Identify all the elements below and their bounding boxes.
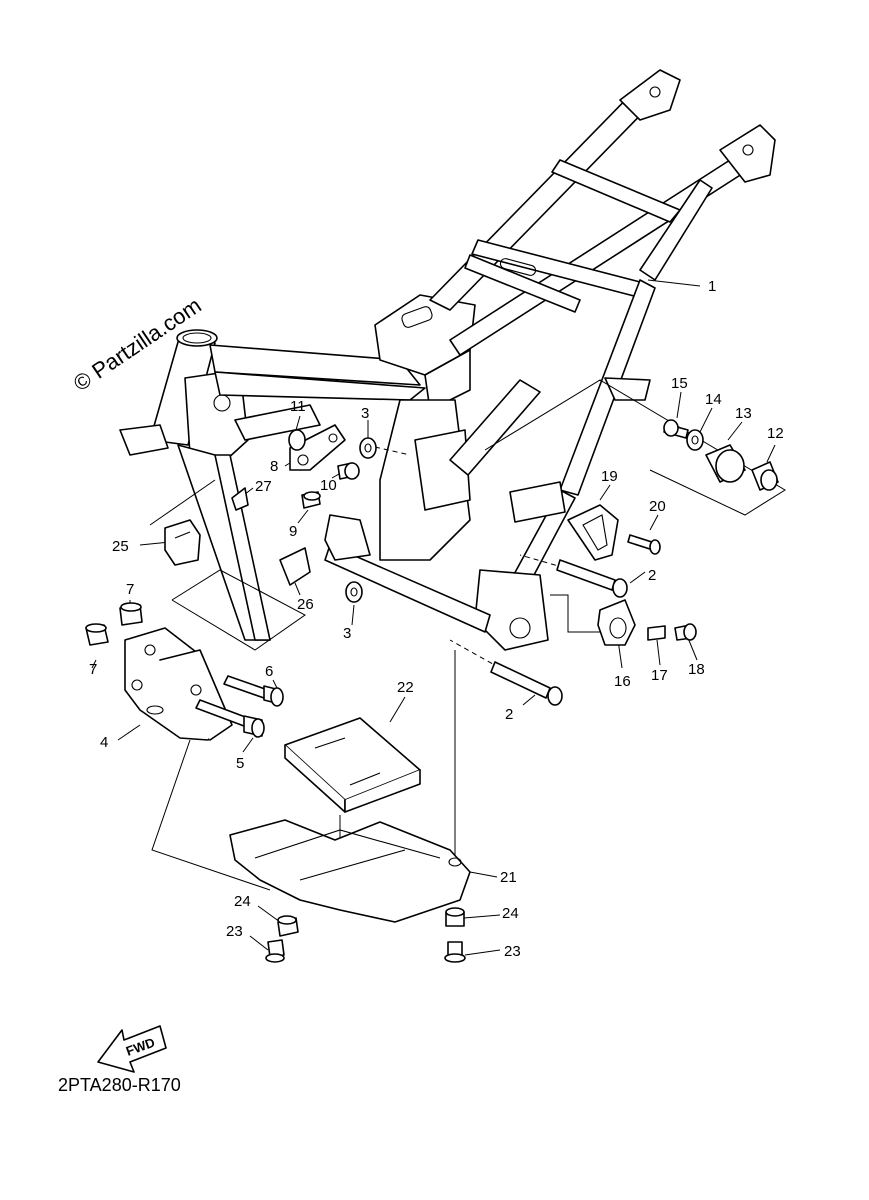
callout-9: 9 bbox=[289, 523, 297, 540]
washer-14 bbox=[686, 429, 704, 451]
collar-24-right bbox=[445, 907, 465, 927]
callout-3-lower: 3 bbox=[343, 625, 351, 642]
callout-4: 4 bbox=[100, 734, 108, 751]
callout-27: 27 bbox=[255, 478, 272, 495]
bolt-5 bbox=[195, 699, 265, 738]
bolt-20 bbox=[627, 534, 661, 555]
callout-23-left: 23 bbox=[226, 923, 243, 940]
callout-10: 10 bbox=[320, 477, 337, 494]
callout-16: 16 bbox=[614, 673, 631, 690]
callout-18: 18 bbox=[688, 661, 705, 678]
callout-22: 22 bbox=[397, 679, 414, 696]
callout-3-upper: 3 bbox=[361, 405, 369, 422]
callout-2-upper: 2 bbox=[648, 567, 656, 584]
washer-3-lower bbox=[345, 581, 363, 603]
callout-24-left: 24 bbox=[234, 893, 251, 910]
callout-17: 17 bbox=[651, 667, 668, 684]
collar-11 bbox=[288, 429, 306, 451]
clip-27 bbox=[231, 487, 249, 511]
callout-11: 11 bbox=[290, 398, 306, 415]
engine-bracket-left bbox=[124, 627, 233, 741]
pad-22 bbox=[284, 717, 421, 813]
bolt-9 bbox=[301, 491, 321, 509]
forward-arrow: FWD bbox=[97, 1025, 167, 1073]
callout-12: 12 bbox=[767, 425, 784, 442]
bolt-15 bbox=[663, 419, 689, 439]
damper-16 bbox=[597, 599, 636, 646]
callout-19: 19 bbox=[601, 468, 618, 485]
callout-15: 15 bbox=[671, 375, 688, 392]
callout-25: 25 bbox=[112, 538, 129, 555]
long-bolt-lower bbox=[490, 661, 563, 706]
bolt-23-right bbox=[444, 941, 466, 963]
callout-6: 6 bbox=[265, 663, 273, 680]
bolt-18 bbox=[674, 623, 697, 641]
plate-26 bbox=[279, 547, 311, 586]
callout-5: 5 bbox=[236, 755, 244, 772]
callout-7-upper: 7 bbox=[126, 581, 134, 598]
callout-1: 1 bbox=[708, 278, 716, 295]
callout-8: 8 bbox=[270, 458, 278, 475]
long-bolt-upper bbox=[556, 559, 628, 598]
skid-plate-21 bbox=[229, 819, 471, 923]
callout-24-right: 24 bbox=[502, 905, 519, 922]
bolt-23-left bbox=[265, 939, 285, 963]
callout-14: 14 bbox=[705, 391, 722, 408]
callout-labels: 1 2 2 3 3 4 5 6 7 7 8 9 10 11 12 13 14 1… bbox=[89, 278, 784, 960]
callout-7-lower: 7 bbox=[89, 661, 97, 678]
washer-3-upper bbox=[359, 437, 377, 459]
callout-20: 20 bbox=[649, 498, 666, 515]
flange-nut-lower bbox=[85, 623, 109, 646]
collar-24-left bbox=[277, 915, 299, 937]
callout-2-lower: 2 bbox=[505, 706, 513, 723]
collar-12 bbox=[751, 461, 779, 491]
collar-17 bbox=[647, 625, 666, 641]
bolt-10 bbox=[337, 462, 360, 480]
bolt-6 bbox=[223, 675, 284, 707]
bracket-19 bbox=[567, 504, 619, 561]
flange-nut-upper bbox=[119, 602, 143, 626]
callout-13: 13 bbox=[735, 405, 752, 422]
callout-23-right: 23 bbox=[504, 943, 521, 960]
diagram-code: 2PTA280-R170 bbox=[58, 1075, 181, 1095]
bracket-plate-8 bbox=[289, 424, 346, 471]
damper-13 bbox=[705, 444, 746, 483]
callout-21: 21 bbox=[500, 869, 517, 886]
main-frame bbox=[119, 69, 776, 651]
callout-26: 26 bbox=[297, 596, 314, 613]
damper-25 bbox=[164, 519, 201, 566]
